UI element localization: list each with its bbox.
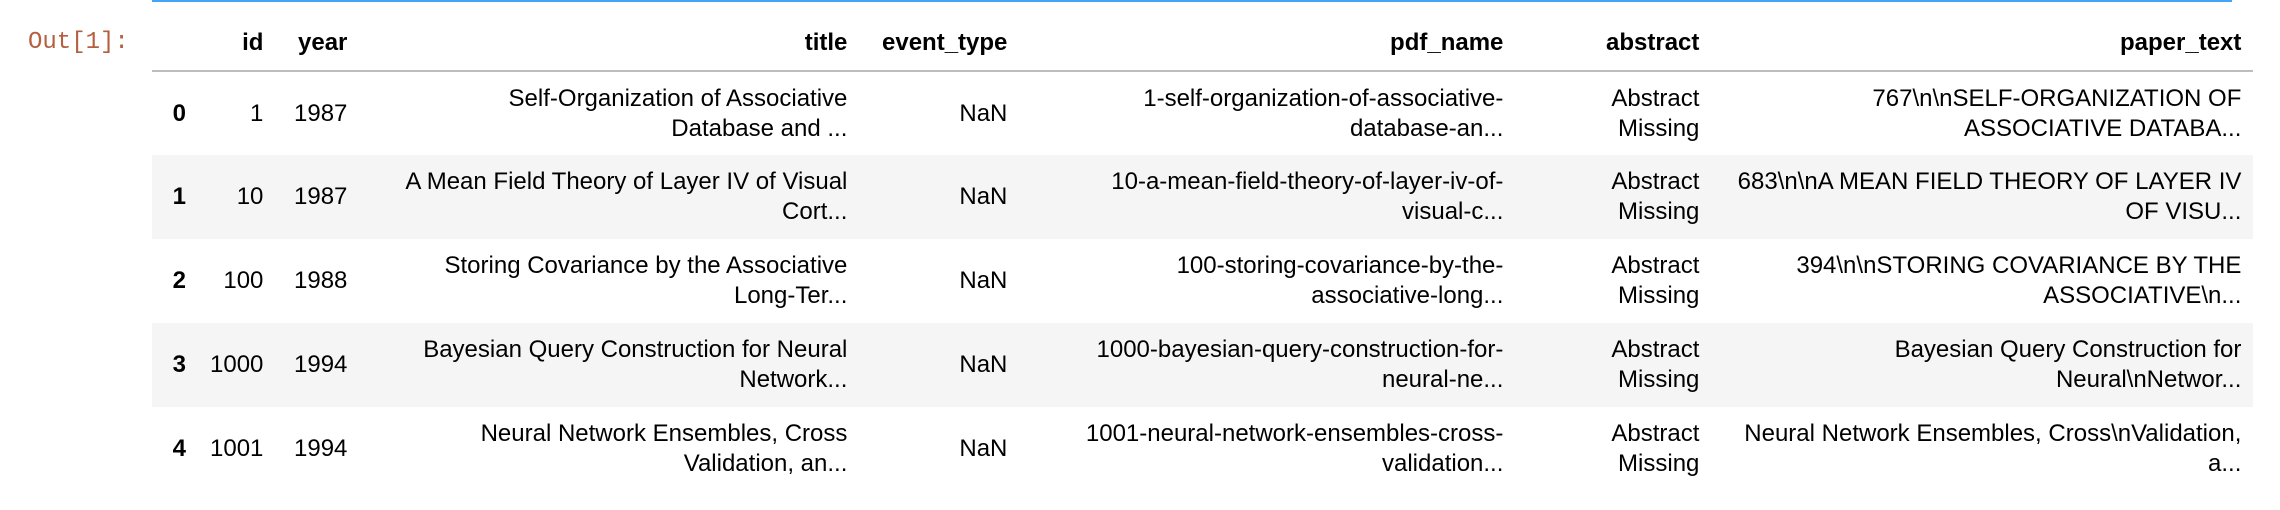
cell-title-line: Long-Ter...: [733, 282, 848, 309]
cell-paper-text-line: OF VISU...: [2125, 198, 2242, 225]
row-index: 4: [172, 435, 186, 462]
cell-abstract-line: Abstract: [1611, 336, 1700, 363]
cell-id: 1: [250, 99, 264, 127]
cell-title-line: Cort...: [782, 198, 848, 225]
output-prompt: Out[1]:: [28, 29, 129, 56]
cell-pdf-name-line: validation...: [1381, 450, 1504, 477]
cell-paper-text-line: 394\n\nSTORING COVARIANCE BY THE: [1796, 252, 2242, 279]
cell-title-line: Database and ...: [671, 114, 848, 142]
column-header-event-type: event_type: [859, 14, 1020, 72]
cell-pdf-name-line: visual-c...: [1402, 198, 1504, 225]
cell-year: 1987: [294, 183, 348, 210]
cell-event-type: NaN: [959, 351, 1008, 378]
table-row: 0 1 1987 Self-Organization of Associativ…: [152, 71, 2254, 155]
column-header-id: id: [198, 14, 276, 72]
cell-pdf-name-line: 1001-neural-network-ensembles-cross-: [1085, 420, 1504, 447]
cell-title-line: Storing Covariance by the Associative: [444, 252, 848, 279]
column-header-paper-text: paper_text: [1711, 14, 2254, 72]
dataframe-table: id year title event_type pdf_name abstra…: [152, 14, 2254, 491]
column-header-year: year: [275, 14, 360, 72]
cell-pdf-name-line: 1-self-organization-of-associative-: [1143, 84, 1504, 112]
table-row: 4 1001 1994 Neural Network Ensembles, Cr…: [152, 407, 2254, 491]
cell-pdf-name: 1000-bayesian-query-construction-for-neu…: [1019, 323, 1515, 407]
cell-abstract-line: Missing: [1618, 198, 1700, 225]
cell-title: A Mean Field Theory of Layer IV of Visua…: [359, 155, 859, 239]
cell-id: 10: [236, 183, 264, 210]
cell-paper-text-line: Bayesian Query Construction for: [1894, 336, 2242, 363]
cell-year: 1994: [294, 435, 348, 462]
cell-abstract-line: Missing: [1618, 282, 1700, 309]
cell-pdf-name: 10-a-mean-field-theory-of-layer-iv-of-vi…: [1019, 155, 1515, 239]
cell-pdf-name: 1001-neural-network-ensembles-cross-vali…: [1019, 407, 1515, 491]
cell-paper-text-line: a...: [2208, 450, 2242, 477]
cell-abstract-line: Abstract: [1611, 420, 1700, 447]
cell-selection-border: [152, 0, 2232, 2]
cell-paper-text-line: ASSOCIATIVE DATABA...: [1963, 114, 2242, 142]
row-index: 3: [172, 351, 186, 378]
row-index: 0: [172, 99, 186, 127]
cell-paper-text-line: ASSOCIATIVE\n...: [2043, 282, 2242, 309]
cell-pdf-name-line: database-an...: [1349, 114, 1504, 142]
cell-paper-text: Neural Network Ensembles, Cross\nValidat…: [1711, 407, 2253, 491]
cell-event-type: NaN: [959, 99, 1008, 127]
cell-abstract-line: Abstract: [1611, 168, 1700, 195]
row-index: 2: [172, 267, 186, 294]
cell-year: 1988: [294, 267, 348, 294]
cell-title-line: A Mean Field Theory of Layer IV of Visua…: [405, 168, 848, 195]
cell-year: 1987: [294, 99, 348, 127]
cell-event-type: NaN: [959, 435, 1008, 462]
table-row: 1 10 1987 A Mean Field Theory of Layer I…: [152, 155, 2254, 239]
table-row: 3 1000 1994 Bayesian Query Construction …: [152, 323, 2254, 407]
cell-paper-text-line: 683\n\nA MEAN FIELD THEORY OF LAYER IV: [1737, 168, 2242, 195]
column-header-abstract: abstract: [1515, 14, 1712, 72]
cell-pdf-name-line: associative-long...: [1311, 282, 1504, 309]
cell-pdf-name-line: 10-a-mean-field-theory-of-layer-iv-of-: [1111, 168, 1504, 195]
cell-title-line: Self-Organization of Associative: [508, 84, 848, 112]
cell-paper-text: 683\n\nA MEAN FIELD THEORY OF LAYER IV OF…: [1711, 155, 2253, 239]
cell-event-type: NaN: [959, 267, 1008, 294]
cell-paper-text-line: Neural\nNetwor...: [2055, 366, 2242, 393]
cell-abstract-line: Abstract: [1611, 84, 1700, 112]
column-header-index: [152, 14, 198, 72]
cell-title-line: Validation, an...: [683, 450, 848, 477]
cell-title-line: Network...: [739, 366, 848, 393]
cell-paper-text: 394\n\nSTORING COVARIANCE BY THE ASSOCIAT…: [1711, 239, 2253, 323]
cell-paper-text-line: 767\n\nSELF-ORGANIZATION OF: [1872, 84, 2242, 112]
column-header-title: title: [359, 14, 860, 72]
cell-id: 100: [223, 267, 264, 294]
cell-pdf-name-line: neural-ne...: [1381, 366, 1504, 393]
cell-year: 1994: [294, 351, 348, 378]
cell-abstract-line: Missing: [1618, 114, 1700, 142]
header-row: id year title event_type pdf_name abstra…: [152, 14, 2254, 72]
cell-abstract-line: Missing: [1618, 450, 1700, 477]
cell-abstract-line: Missing: [1618, 366, 1700, 393]
output-area: id year title event_type pdf_name abstra…: [152, 14, 2254, 491]
cell-title-line: Neural Network Ensembles, Cross: [480, 420, 848, 447]
cell-id: 1000: [210, 351, 264, 378]
cell-abstract-line: Abstract: [1611, 252, 1700, 279]
cell-pdf-name: 100-storing-covariance-by-the-associativ…: [1019, 239, 1515, 323]
cell-pdf-name-line: 100-storing-covariance-by-the-: [1176, 252, 1504, 279]
cell-paper-text-line: Neural Network Ensembles, Cross\nValidat…: [1744, 420, 2242, 447]
cell-pdf-name: 1-self-organization-of-associative-datab…: [1019, 71, 1515, 155]
table-row: 2 100 1988 Storing Covariance by the Ass…: [152, 239, 2254, 323]
cell-pdf-name-line: 1000-bayesian-query-construction-for-: [1096, 336, 1504, 363]
cell-id: 1001: [210, 435, 264, 462]
column-header-pdf-name: pdf_name: [1019, 14, 1516, 72]
cell-event-type: NaN: [959, 183, 1008, 210]
row-index: 1: [172, 183, 186, 210]
cell-title-line: Bayesian Query Construction for Neural: [423, 336, 848, 363]
